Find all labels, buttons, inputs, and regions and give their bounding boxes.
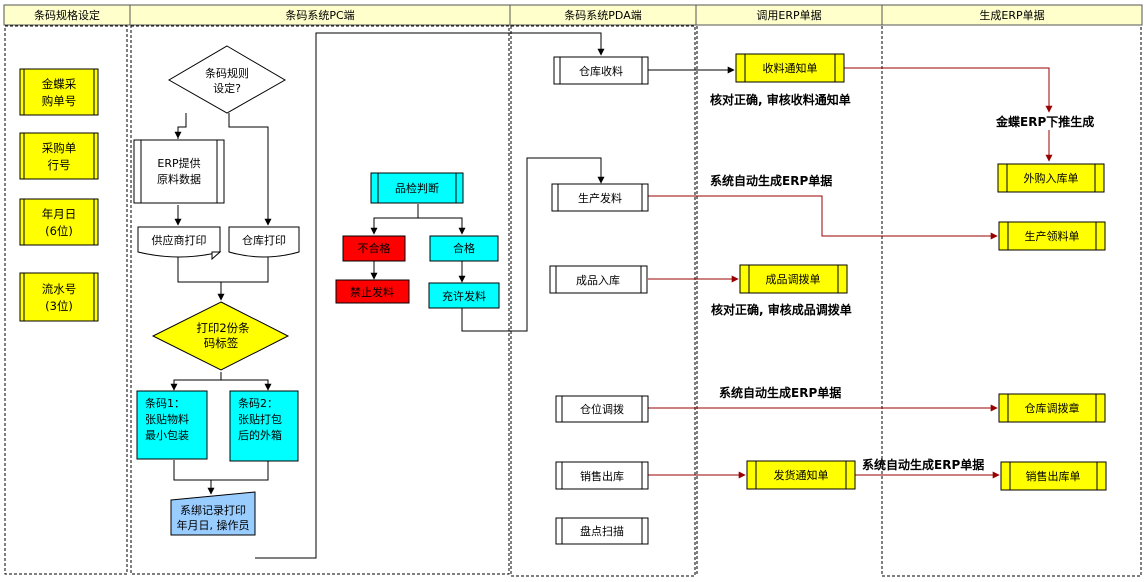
lane-title-pda: 条码系统PDA端 — [564, 8, 641, 22]
fail-label: 不合格 — [358, 241, 391, 255]
note-verify-fg: 核对正确, 审核成品调拨单 — [711, 302, 852, 317]
barcode2-line1: 条码2： — [238, 396, 278, 410]
pda-receive-label: 仓库收料 — [579, 64, 623, 78]
note-auto-gen-2: 系统自动生成ERP单据 — [719, 385, 841, 400]
spec-box-serial: 流水号 (3位) — [19, 272, 99, 322]
erp-connectors — [647, 66, 1053, 479]
pda-stocktake: 盘点扫描 — [555, 517, 649, 545]
delivery-notice-box: 发货通知单 — [746, 460, 856, 490]
pda-fg-in-label: 成品入库 — [576, 274, 620, 287]
barcode2-box: 条码2： 张贴打包 后的外箱 — [229, 390, 299, 462]
fg-transfer-label: 成品调拨单 — [766, 272, 821, 286]
print-two-decision: 打印2份条 码标签 — [151, 301, 290, 371]
pda-sales-out: 销售出库 — [555, 461, 649, 490]
spec-box-po-line2: 购单号 — [42, 94, 77, 108]
spec-boxes: 金蝶采 购单号 采购单 行号 年月日 (6位) 流水号 (3位) — [19, 68, 99, 322]
barcode1-line1: 条码1： — [145, 396, 185, 410]
spec-box-line-line1: 采购单 — [42, 141, 77, 155]
prod-pick-label: 生产领料单 — [1025, 229, 1080, 243]
rule-decision-line1: 条码规则 — [205, 66, 249, 80]
spec-box-po-number: 金蝶采 购单号 — [19, 68, 99, 116]
wh-transfer-label: 仓库调拨章 — [1025, 401, 1080, 415]
print-two-line1: 打印2份条 — [196, 321, 250, 335]
annotations: 核对正确, 审核收料通知单 金蝶ERP下推生成 系统自动生成ERP单据 核对正确… — [710, 92, 1094, 472]
pda-receive: 仓库收料 — [553, 56, 649, 85]
lane-title-gen-erp: 生成ERP单据 — [979, 8, 1044, 22]
pda-production-issue: 生产发料 — [551, 183, 649, 212]
qc-box: 品检判断 — [370, 172, 464, 204]
erp-gen-boxes: 外购入库单 生产领料单 仓库调拨章 销售出库单 — [997, 163, 1107, 491]
spec-box-date-line1: 年月日 — [42, 207, 77, 221]
pda-loc-transfer-label: 仓位调拨 — [580, 402, 624, 416]
note-auto-gen-3: 系统自动生成ERP单据 — [862, 457, 984, 472]
lane-headers: 条码规格设定 条码系统PC端 条码系统PDA端 调用ERP单据 生成ERP单据 — [3, 4, 1143, 26]
sales-out-doc-box: 销售出库单 — [1000, 461, 1107, 491]
erp-source-line2: 原料数据 — [157, 172, 201, 186]
qc-label: 品检判断 — [395, 181, 439, 195]
supplier-print-doc: 供应商打印 — [137, 226, 222, 261]
delivery-notice-label: 发货通知单 — [774, 468, 829, 482]
print-two-line2: 码标签 — [204, 336, 239, 350]
note-kingdee-push: 金蝶ERP下推生成 — [995, 114, 1094, 129]
purchase-in-label: 外购入库单 — [1024, 171, 1079, 185]
barcode2-line3: 后的外箱 — [238, 428, 282, 442]
purchase-in-box: 外购入库单 — [997, 163, 1105, 193]
pda-boxes: 仓库收料 生产发料 成品入库 仓位调拨 销售出库 — [549, 56, 649, 545]
record-print-box: 系绑记录打印 年月日, 操作员 — [170, 491, 256, 536]
spec-box-date-line2: (6位) — [45, 224, 73, 238]
pc-connectors — [170, 32, 605, 559]
pda-stocktake-label: 盘点扫描 — [580, 524, 624, 538]
record-line2: 年月日, 操作员 — [177, 518, 250, 532]
pda-fg-in: 成品入库 — [549, 265, 648, 294]
pass-label: 合格 — [453, 241, 475, 255]
spec-box-po-line1: 金蝶采 — [42, 77, 77, 91]
lane-title-spec: 条码规格设定 — [34, 8, 100, 22]
erp-call-boxes: 收料通知单 成品调拨单 发货通知单 — [735, 53, 856, 490]
spec-box-serial-line1: 流水号 — [42, 282, 77, 296]
barcode1-line2: 张贴物料 — [145, 412, 189, 426]
prod-pick-box: 生产领料单 — [998, 221, 1106, 251]
pda-sales-out-label: 销售出库 — [580, 469, 624, 483]
fail-box: 不合格 — [342, 235, 406, 262]
receipt-notice-box: 收料通知单 — [735, 53, 845, 83]
barcode2-line2: 张贴打包 — [238, 412, 282, 426]
note-auto-gen-1: 系统自动生成ERP单据 — [710, 173, 832, 188]
spec-box-date: 年月日 (6位) — [19, 198, 99, 246]
fg-transfer-box: 成品调拨单 — [739, 264, 848, 294]
rule-decision-line2: 设定? — [213, 81, 241, 95]
spec-box-po-line-number: 采购单 行号 — [19, 132, 99, 180]
lane-bodies — [4, 25, 1142, 577]
pda-loc-transfer: 仓位调拨 — [555, 395, 649, 423]
record-line1: 系绑记录打印 — [180, 503, 246, 517]
wh-transfer-box: 仓库调拨章 — [998, 393, 1106, 423]
sales-out-doc-label: 销售出库单 — [1026, 469, 1081, 483]
ban-issue-label: 禁止发料 — [350, 285, 394, 299]
barcode1-line3: 最小包装 — [145, 429, 189, 442]
warehouse-print-doc: 仓库打印 — [228, 226, 300, 258]
erp-source-line1: ERP提供 — [157, 156, 200, 170]
barcode1-box: 条码1： 张贴物料 最小包装 — [136, 390, 208, 460]
pass-box: 合格 — [429, 235, 499, 262]
lane-title-pc: 条码系统PC端 — [285, 8, 354, 22]
spec-box-serial-line2: (3位) — [45, 299, 73, 313]
allow-issue-label: 充许发料 — [442, 289, 486, 303]
erp-source-box: ERP提供 原料数据 — [133, 139, 225, 204]
lane-title-call-erp: 调用ERP单据 — [756, 8, 821, 22]
receipt-notice-label: 收料通知单 — [763, 61, 818, 75]
pda-production-issue-label: 生产发料 — [578, 191, 622, 205]
spec-box-line-line2: 行号 — [48, 158, 71, 172]
allow-issue-box: 充许发料 — [428, 282, 500, 309]
warehouse-print-label: 仓库打印 — [242, 233, 286, 247]
rule-decision: 条码规则 设定? — [168, 45, 286, 114]
ban-issue-box: 禁止发料 — [335, 279, 410, 304]
note-verify-receipt: 核对正确, 审核收料通知单 — [710, 92, 851, 107]
supplier-print-label: 供应商打印 — [152, 233, 207, 247]
